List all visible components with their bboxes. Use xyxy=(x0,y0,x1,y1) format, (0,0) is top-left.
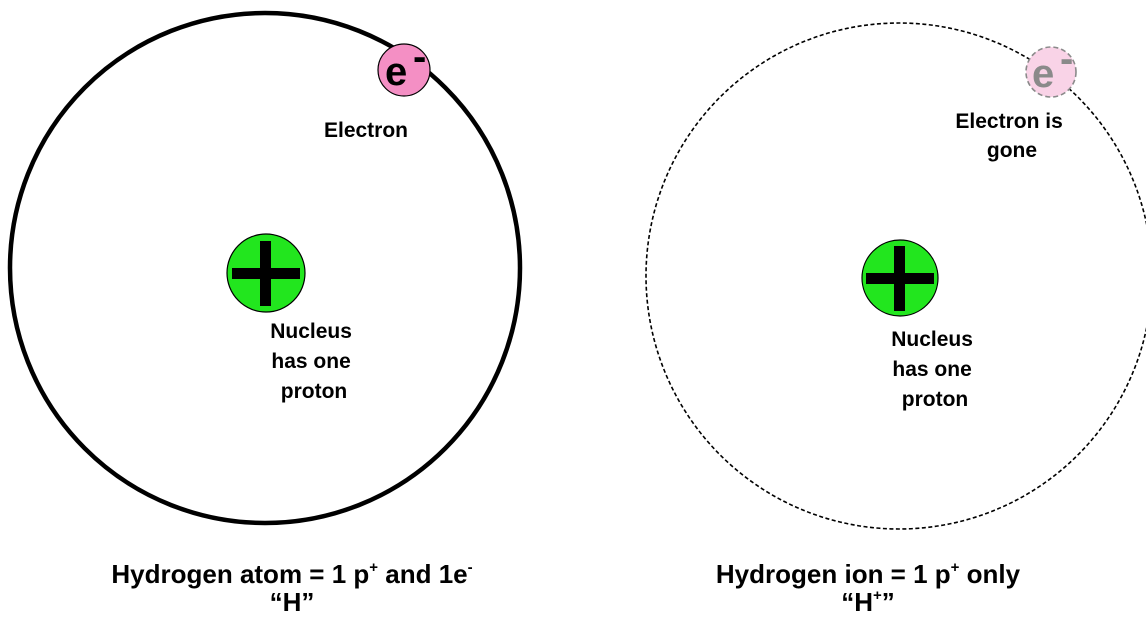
atom-caption: Hydrogen atom = 1 p+ and 1e- xyxy=(111,559,472,589)
atom-nucleus xyxy=(226,233,306,313)
ion-nucleus-label-line: proton xyxy=(902,388,968,411)
ion-formula-prefix: “H xyxy=(841,587,873,617)
ion-electron-symbol: e xyxy=(1032,52,1054,96)
hydrogen-ion-panel: e - Electron is gone Nucleus has one pro… xyxy=(645,22,1146,617)
atom-caption-p-charge: + xyxy=(369,559,378,576)
atom-nucleus-label: Nucleus has one proton xyxy=(270,320,358,403)
ion-orbit xyxy=(645,22,1146,530)
ion-electron-label: Electron is gone xyxy=(955,110,1068,162)
atom-nucleus-label-line: has one xyxy=(271,350,350,373)
atom-caption-middle: and 1e xyxy=(378,559,468,589)
atom-nucleus-label-line: proton xyxy=(281,380,347,403)
atom-formula: “H” xyxy=(270,587,315,617)
atom-caption-e-charge: - xyxy=(468,559,473,576)
atom-electron-charge: - xyxy=(413,35,426,79)
atom-orbit xyxy=(7,10,523,526)
atom-caption-prefix: Hydrogen atom = 1 p xyxy=(111,559,369,589)
ion-nucleus-label-line: Nucleus xyxy=(891,328,973,351)
ion-nucleus-label: Nucleus has one proton xyxy=(891,328,979,411)
ion-electron-label-line: Electron is xyxy=(955,110,1062,133)
plus-icon xyxy=(232,241,300,306)
atom-electron-circle xyxy=(377,43,431,97)
atom-nucleus-label-line: Nucleus xyxy=(270,320,352,343)
ion-caption: Hydrogen ion = 1 p+ only xyxy=(716,559,1021,589)
ion-nucleus-label-line: has one xyxy=(892,358,971,381)
ion-electron-gone: e - xyxy=(1025,37,1077,98)
ion-formula-charge: + xyxy=(873,587,882,604)
plus-icon xyxy=(866,246,934,311)
ion-electron-charge: - xyxy=(1060,37,1073,81)
ion-nucleus xyxy=(861,239,939,317)
hydrogen-atom-panel: e - Electron Nucleus has one proton Hydr… xyxy=(7,10,523,617)
ion-formula: “H+” xyxy=(841,587,895,617)
ion-caption-prefix: Hydrogen ion = 1 p xyxy=(716,559,951,589)
ion-electron-label-line: gone xyxy=(987,139,1037,162)
atom-electron-symbol: e xyxy=(385,50,407,94)
atom-electron: e - xyxy=(377,35,431,97)
atom-electron-label: Electron xyxy=(324,119,408,142)
ion-caption-suffix: only xyxy=(959,559,1020,589)
ion-caption-p-charge: + xyxy=(951,559,960,576)
ion-electron-circle xyxy=(1025,46,1077,98)
ion-formula-suffix: ” xyxy=(882,587,895,617)
